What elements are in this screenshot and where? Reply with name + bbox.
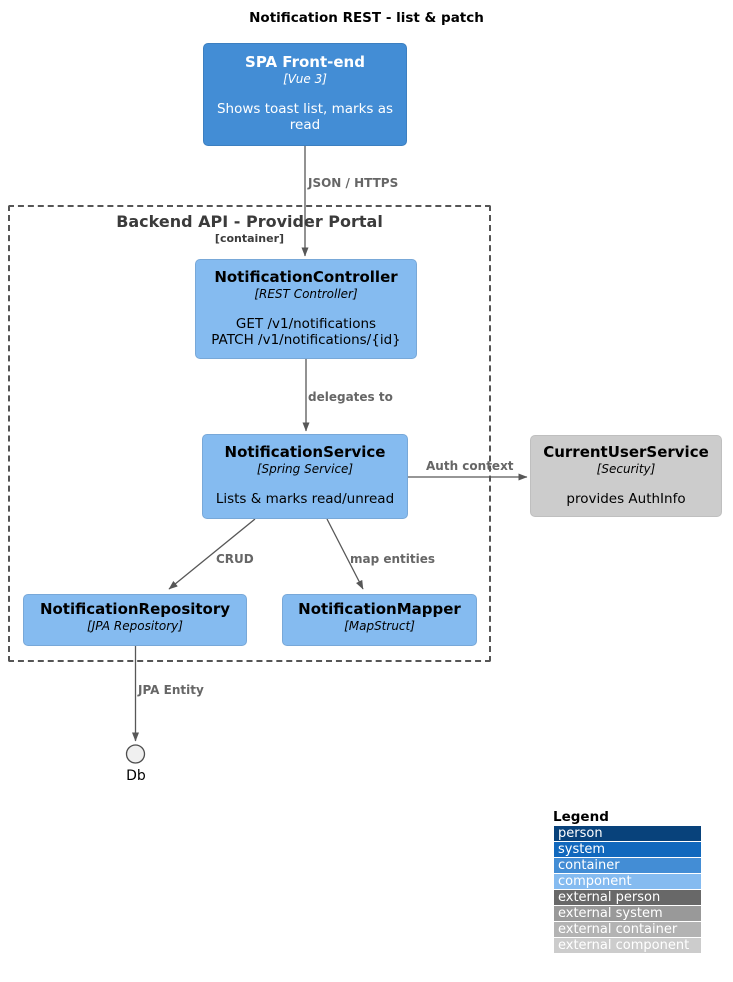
edge-label-json-https: JSON / HTTPS [308, 176, 399, 190]
legend-item-person: person [554, 826, 701, 841]
node-tech: [MapStruct] [344, 619, 415, 633]
node-tech: [JPA Repository] [87, 619, 183, 633]
edge-label-auth-context: Auth context [426, 459, 514, 473]
node-description: PATCH /v1/notifications/{id} [211, 331, 401, 348]
edge-label-map-entities: map entities [350, 552, 436, 566]
node-title: NotificationService [224, 443, 386, 461]
node-tech: [Security] [596, 462, 656, 476]
node-title: NotificationMapper [298, 600, 461, 618]
node-current-user-service: CurrentUserService [Security] provides A… [530, 435, 722, 517]
legend: person system container component extern… [554, 826, 701, 954]
edge-label-crud: CRUD [216, 552, 254, 566]
diagram-title: Notification REST - list & patch [249, 10, 484, 26]
node-notification-controller: NotificationController [REST Controller]… [195, 259, 417, 359]
node-notification-service: NotificationService [Spring Service] Lis… [202, 434, 408, 519]
node-description: Shows toast list, marks as read [216, 101, 394, 133]
node-title: NotificationController [214, 268, 398, 286]
legend-item-external-person: external person [554, 890, 701, 905]
legend-item-system: system [554, 842, 701, 857]
boundary-title: Backend API - Provider Portal [116, 212, 383, 231]
node-description: Lists & marks read/unread [215, 491, 395, 507]
db-circle [125, 744, 146, 764]
node-db-label: Db [126, 768, 146, 784]
boundary-backend-api: Backend API - Provider Portal [container… [8, 205, 491, 662]
node-notification-repository: NotificationRepository [JPA Repository] [23, 594, 247, 646]
boundary-type-label: [container] [214, 232, 285, 245]
node-description: GET /v1/notifications [235, 316, 377, 332]
node-title: NotificationRepository [39, 600, 231, 618]
node-tech: [Vue 3] [283, 72, 327, 86]
node-tech: [REST Controller] [254, 287, 358, 301]
legend-item-external-component: external component [554, 938, 701, 953]
edge-label-delegates-to: delegates to [308, 390, 393, 404]
legend-item-external-container: external container [554, 922, 701, 937]
node-title: SPA Front-end [245, 53, 365, 71]
node-description: provides AuthInfo [566, 491, 686, 507]
legend-item-container: container [554, 858, 701, 873]
node-title: CurrentUserService [543, 443, 709, 461]
node-spa-frontend: SPA Front-end [Vue 3] Shows toast list, … [203, 43, 407, 146]
legend-title: Legend [553, 809, 609, 825]
edge-label-jpa-entity: JPA Entity [138, 683, 204, 697]
node-tech: [Spring Service] [256, 462, 354, 476]
legend-item-external-system: external system [554, 906, 701, 921]
node-notification-mapper: NotificationMapper [MapStruct] [282, 594, 477, 646]
legend-item-component: component [554, 874, 701, 889]
